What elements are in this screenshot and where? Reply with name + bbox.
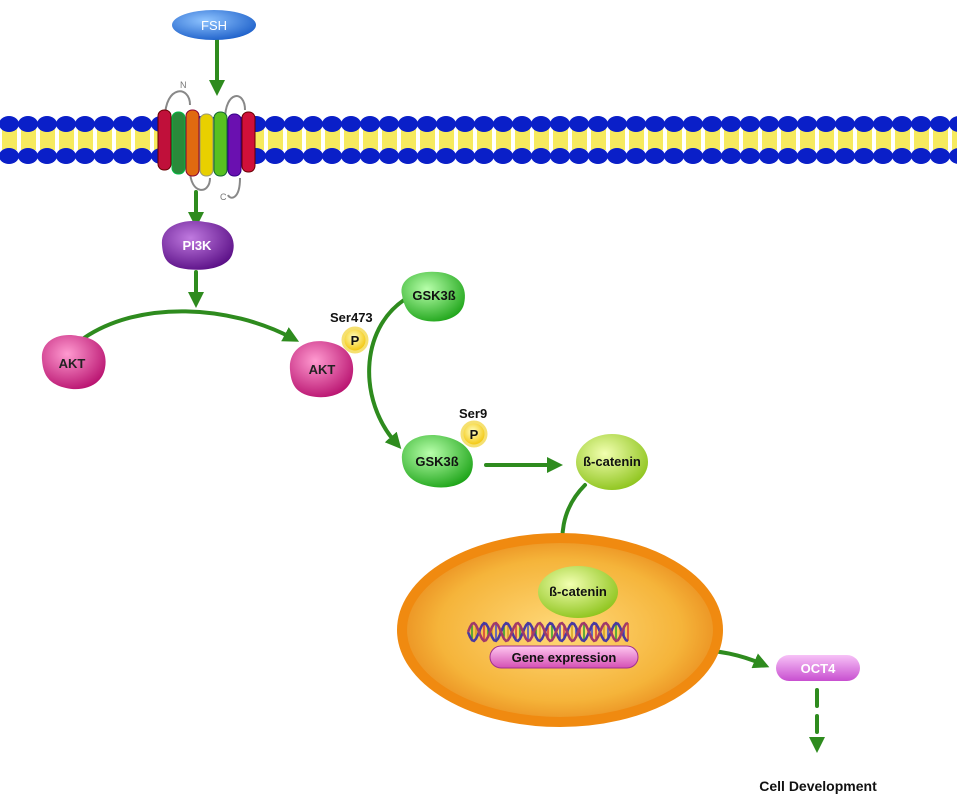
oct4-label: OCT4 <box>801 661 836 676</box>
phosphate-ser9-label: P <box>470 427 479 442</box>
fsh-ligand: FSH <box>172 10 256 40</box>
phosphate-ser473: P <box>341 326 369 354</box>
gsk3b-label: GSK3ß <box>412 288 455 303</box>
cell-membrane <box>0 116 957 164</box>
fsh-label: FSH <box>201 18 227 33</box>
akt-p-label: AKT <box>309 362 336 377</box>
gsk3b-p-label: GSK3ß <box>415 454 458 469</box>
pi3k-label: PI3K <box>183 238 213 253</box>
gene-expression: Gene expression <box>489 645 639 669</box>
bcatenin-protein: ß-catenin <box>576 434 648 490</box>
akt-label: AKT <box>59 356 86 371</box>
akt-protein: AKT <box>41 335 106 390</box>
bcatenin-label: ß-catenin <box>583 454 641 469</box>
fsh-receptor: N C <box>157 80 256 202</box>
arrow-akt-phosphorylation <box>82 309 300 342</box>
bcatenin-nuclear-label: ß-catenin <box>549 584 607 599</box>
arrow-gsk3b-phosphorylation <box>367 298 406 449</box>
receptor-n-terminus: N <box>180 80 187 90</box>
dna-helix-icon <box>466 621 629 643</box>
bcatenin-nuclear: ß-catenin <box>538 566 618 618</box>
gsk3b-phosphorylated: GSK3ß Ser9 P <box>401 406 488 488</box>
gene-expression-label: Gene expression <box>512 650 617 665</box>
cell-development-label: Cell Development <box>759 778 877 794</box>
ser9-label: Ser9 <box>459 406 487 421</box>
phosphate-ser473-label: P <box>351 333 360 348</box>
akt-phosphorylated: AKT Ser473 P <box>289 310 373 398</box>
gsk3b-protein: GSK3ß <box>401 271 465 322</box>
phosphate-ser9: P <box>460 420 488 448</box>
ser473-label: Ser473 <box>330 310 373 325</box>
pi3k-protein: PI3K <box>161 220 234 270</box>
receptor-c-terminus: C <box>220 192 227 202</box>
oct4-protein: OCT4 <box>776 655 860 681</box>
